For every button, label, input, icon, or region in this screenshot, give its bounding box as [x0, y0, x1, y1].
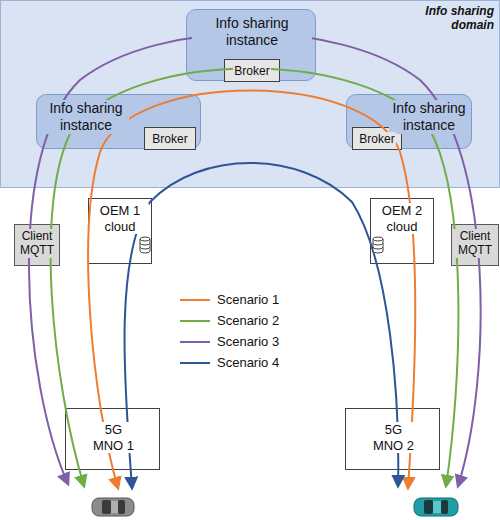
mqtt-client-box-label: Client MQTT [452, 229, 498, 258]
instance-box: Info sharing instanceBroker [346, 94, 472, 149]
text-holder: Info sharing domain [383, 4, 495, 33]
text-holder: OEM 2 cloud [373, 203, 431, 235]
oem-cloud-box: OEM 1 cloud [88, 198, 152, 264]
database-icon [373, 237, 383, 253]
text-holder: OEM 1 cloud [91, 203, 149, 235]
text-holder: Client MQTT [15, 229, 59, 258]
legend-text: Scenario 1 [216, 292, 280, 308]
mqtt-client-box: Client MQTT [14, 224, 60, 266]
instance-box-label: Info sharing instance [43, 100, 129, 134]
broker-box: Broker [224, 59, 280, 82]
broker-box-label: Broker [151, 132, 188, 146]
text-holder: Broker [145, 129, 195, 147]
database-icon [140, 237, 150, 253]
mno-box: 5G MNO 1 [65, 408, 160, 470]
text-holder: Info sharing instance [192, 15, 312, 49]
car-grey [92, 498, 134, 516]
oem-cloud-box-label: OEM 1 cloud [91, 203, 149, 234]
legend-lines [180, 300, 210, 363]
scenario-2-flow [51, 69, 459, 487]
instance-box-label: Info sharing instance [389, 100, 469, 134]
text-holder: Info sharing instance [43, 100, 129, 134]
oem-cloud-box: OEM 2 cloud [370, 198, 434, 264]
mno-box: 5G MNO 2 [345, 408, 440, 470]
text-holder: 5G MNO 2 [368, 422, 419, 454]
text-holder: Client MQTT [452, 229, 498, 258]
mqtt-client-box: Client MQTT [451, 224, 499, 266]
mno-box-label: 5G MNO 1 [88, 422, 139, 453]
broker-box-label: Broker [358, 132, 395, 146]
domain-band-label: Info sharing domain [383, 4, 495, 33]
text-holder: Broker [353, 129, 401, 147]
instance-box: Info sharing instanceBroker [36, 94, 201, 149]
legend-text: Scenario 4 [216, 355, 280, 371]
text-holder: 5G MNO 1 [88, 422, 139, 454]
scenario-4-flow [124, 163, 398, 488]
scenario-1-flow [88, 91, 415, 489]
text-holder: Info sharing instance [389, 100, 469, 134]
legend-text: Scenario 2 [216, 313, 280, 329]
instance-box-label: Info sharing instance [192, 15, 312, 49]
domain-band: Info sharing domainInfo sharing instance… [0, 0, 500, 188]
legend-text: Scenario 3 [216, 334, 280, 350]
broker-box: Broker [144, 127, 196, 150]
mqtt-client-box-label: Client MQTT [15, 229, 59, 258]
oem-cloud-box-label: OEM 2 cloud [373, 203, 431, 234]
broker-box-label: Broker [233, 64, 270, 78]
car-teal [414, 498, 458, 516]
mno-box-label: 5G MNO 2 [368, 422, 419, 453]
text-holder: Broker [225, 61, 279, 79]
